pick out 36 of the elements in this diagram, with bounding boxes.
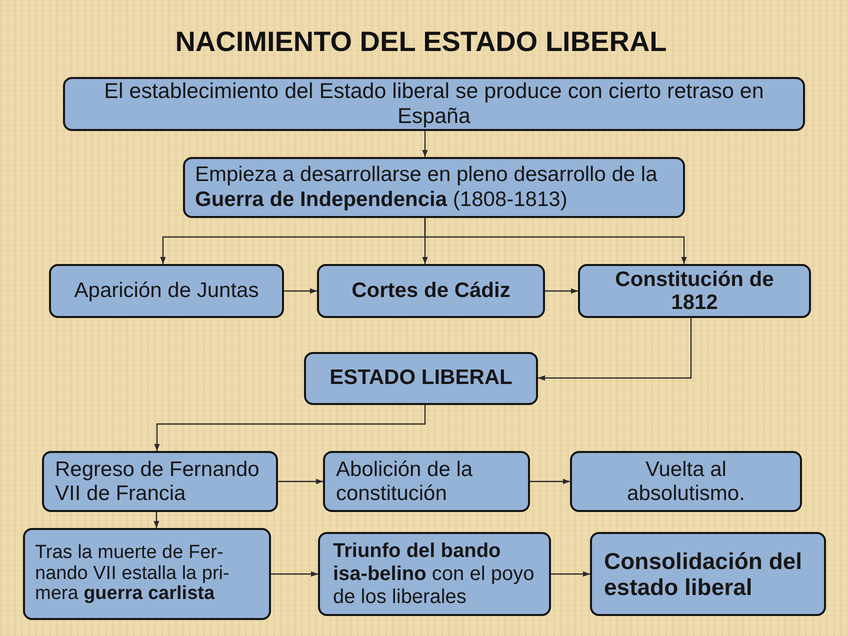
step-text: ESTADO LIBERAL xyxy=(330,366,512,391)
step-text: El establecimiento del Estado liberal se produce con cierto retraso en España xyxy=(103,78,765,130)
connector-arrow xyxy=(545,288,578,294)
step-text: Tras la muerte de Fer-nando VII estalla la pri-mera guerra carlista xyxy=(35,542,230,606)
step-text: Abolición de la constitución xyxy=(336,458,474,506)
connector-arrow xyxy=(538,318,692,381)
connector-arrow xyxy=(284,288,317,294)
process-box xyxy=(578,264,811,318)
process-box xyxy=(317,264,545,318)
step-text: Empieza a desarrollarse en pleno desarrollo de la Guerra de Independencia (1808-1813) xyxy=(195,162,658,212)
step-text: Triunfo del bando isa-belino con el poyo de los liberales xyxy=(333,540,536,608)
connector-arrow xyxy=(551,571,590,577)
connector-arrow xyxy=(154,405,426,451)
process-box xyxy=(183,157,685,218)
connector-arrow xyxy=(278,478,323,484)
connector-arrow xyxy=(422,131,428,157)
step-text: Vuelta al absolutismo. xyxy=(626,458,746,506)
process-box xyxy=(590,532,826,616)
diagram-title: NACIMIENTO DEL ESTADO LIBERAL xyxy=(174,26,668,58)
process-box xyxy=(304,352,538,405)
step-text: Regreso de Fernando VII de Francia xyxy=(55,458,260,506)
connector-arrow xyxy=(271,571,318,577)
process-box xyxy=(23,528,271,620)
process-box xyxy=(63,77,805,131)
process-box xyxy=(323,451,530,512)
process-box xyxy=(318,532,551,616)
process-box xyxy=(49,264,284,318)
step-text: Consolidación del estado liberal xyxy=(604,548,804,600)
process-box xyxy=(570,451,802,512)
step-text: Constitución de 1812 xyxy=(614,268,775,314)
connector-arrow xyxy=(530,478,570,484)
step-text: Aparición de Juntas xyxy=(74,278,259,304)
step-text: Cortes de Cádiz xyxy=(352,278,510,304)
connector-arrow xyxy=(154,512,160,528)
connector-arrow xyxy=(424,218,687,264)
process-box xyxy=(42,451,278,512)
